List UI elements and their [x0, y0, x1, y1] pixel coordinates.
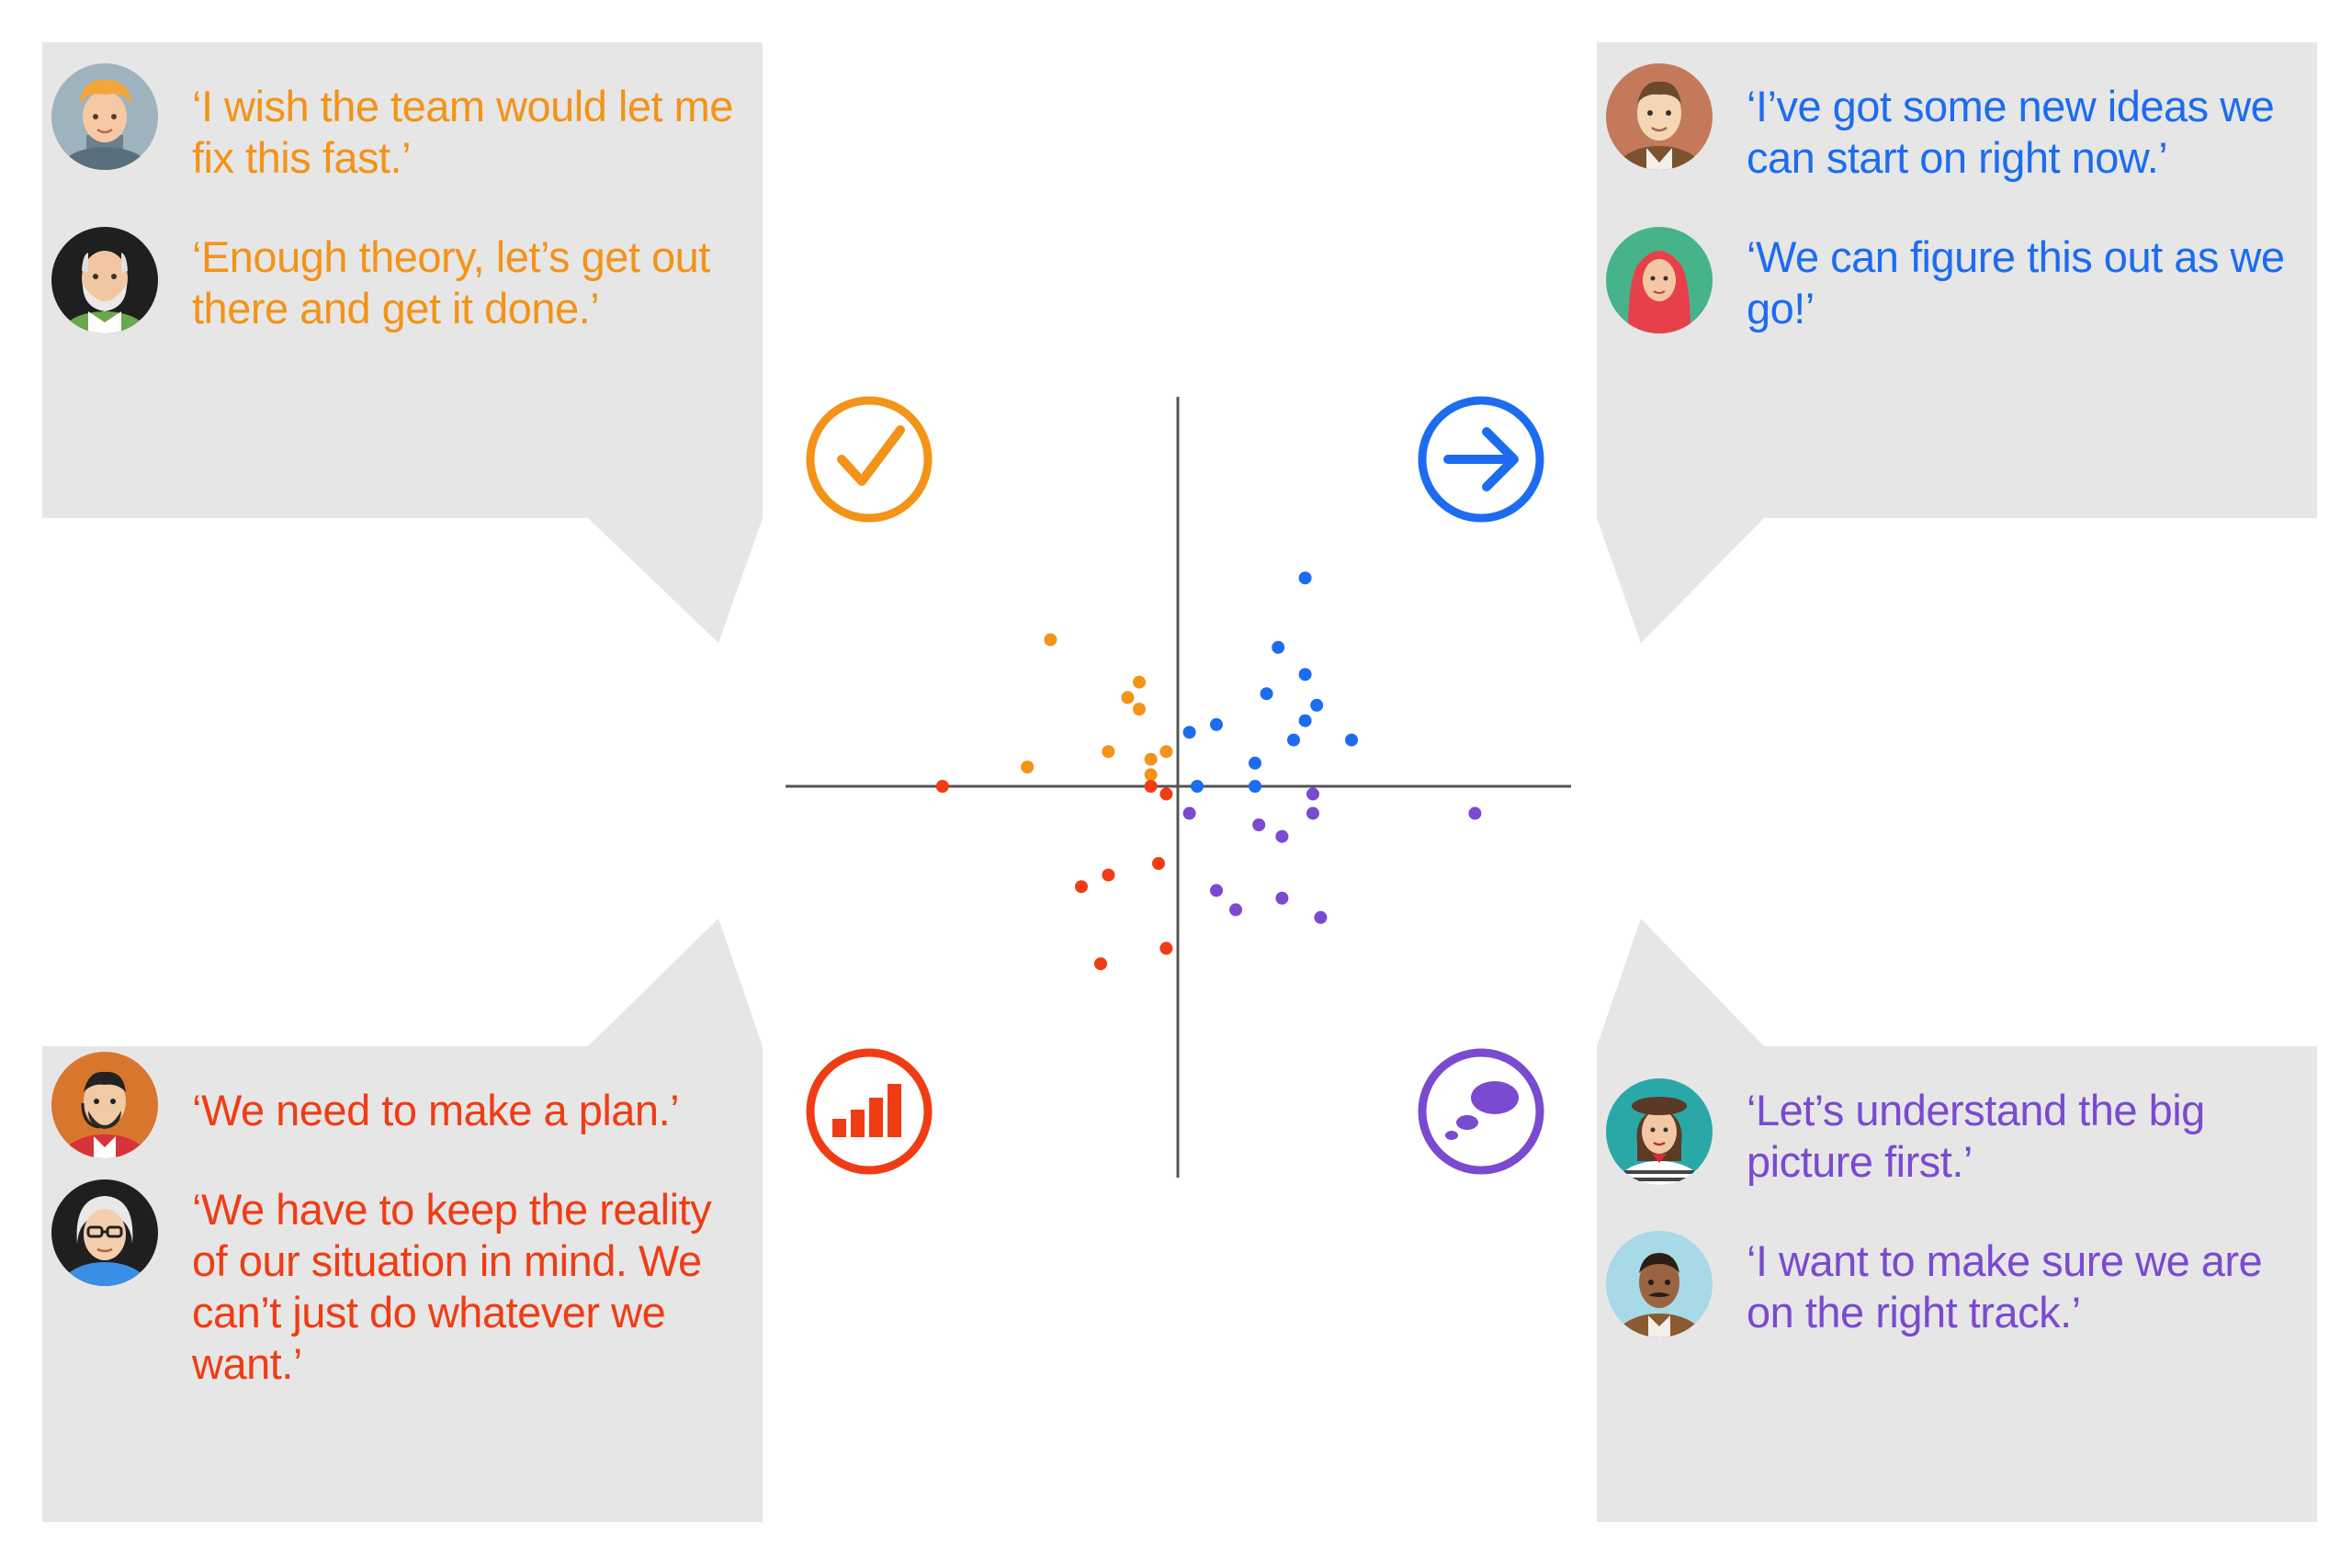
scatter-point [1345, 733, 1358, 747]
avatar-blonde-man [51, 63, 158, 170]
scatter-point [1044, 633, 1057, 647]
scatter-point [1133, 675, 1146, 689]
scatter-point [1252, 818, 1266, 831]
scatter-point [1298, 714, 1312, 728]
avatar-woman-beret [1606, 1078, 1713, 1185]
scatter-point [1468, 807, 1482, 820]
panel-top-right: ‘I’ve got some new ideas we can start on… [1597, 42, 2317, 518]
arrow-right-icon [1418, 396, 1544, 523]
scatter-point [935, 780, 949, 793]
avatar-man-mustache [1606, 1231, 1713, 1337]
panel-bottom-left: ‘We need to make a plan.’ ‘We have to ke… [42, 1046, 763, 1522]
avatar-man-brown [1606, 63, 1713, 170]
scatter-point [1298, 571, 1312, 585]
scatter-point [1182, 807, 1196, 820]
scatter-point [1159, 745, 1173, 759]
scatter-point [1144, 780, 1158, 793]
scatter-point [1102, 868, 1115, 882]
scatter-point [1306, 787, 1319, 801]
quote-text: ‘We have to keep the reality of our situ… [192, 1185, 712, 1388]
scatter-point [1144, 752, 1158, 766]
quote-text: ‘I want to make sure we are on the right… [1747, 1236, 2263, 1337]
scatter-points [935, 571, 1482, 971]
scatter-point [1229, 903, 1242, 917]
scatter-point [1094, 957, 1107, 971]
scatter-point [1191, 780, 1204, 793]
scatter-point [1287, 733, 1300, 747]
scatter-point [1310, 698, 1324, 712]
panel-bottom-right: ‘Let’s understand the big picture first.… [1597, 1046, 2317, 1522]
scatter-point [1275, 891, 1289, 905]
quote-text: ‘We need to make a plan.’ [192, 1086, 680, 1134]
scatter-point [1272, 640, 1285, 654]
scatter-point [1159, 787, 1173, 801]
avatar-older-woman-glasses [51, 1179, 158, 1286]
scatter-point [1210, 717, 1223, 731]
scatter-point [1075, 880, 1088, 894]
scatter-point [1182, 726, 1196, 739]
avatar-woman-hijab [1606, 227, 1713, 333]
scatter-point [1133, 703, 1146, 716]
checkmark-icon [806, 396, 933, 523]
scatter-point [1314, 910, 1328, 924]
avatar-bald-bearded-man [51, 227, 158, 333]
quote-text: ‘I’ve got some new ideas we can start on… [1747, 82, 2275, 182]
quote-text: ‘Let’s understand the big picture first.… [1747, 1086, 2205, 1186]
scatter-point [1021, 761, 1035, 773]
scatter-point [1121, 691, 1135, 705]
quote-text: ‘We can figure this out as we go!’ [1747, 232, 2285, 333]
bar-chart-icon [806, 1048, 933, 1175]
scatter-point [1144, 768, 1158, 782]
thought-bubble-icon [1418, 1048, 1544, 1175]
quote-text: ‘Enough theory, let’s get out there and … [192, 232, 710, 333]
scatter-point [1306, 807, 1319, 820]
scatter-point [1102, 745, 1115, 759]
quote-text: ‘I wish the team would let me fix this f… [192, 82, 733, 182]
scatter-point [1249, 780, 1261, 793]
scatter-point [1275, 829, 1289, 843]
scatter-point [1260, 687, 1273, 701]
avatar-man-headset [51, 1052, 158, 1158]
scatter-point [1210, 884, 1223, 897]
scatter-point [1298, 668, 1312, 682]
scatter-point [1159, 942, 1173, 955]
scatter-point [1249, 756, 1261, 770]
panel-top-left: ‘I wish the team would let me fix this f… [42, 42, 763, 518]
scatter-point [1152, 857, 1165, 870]
